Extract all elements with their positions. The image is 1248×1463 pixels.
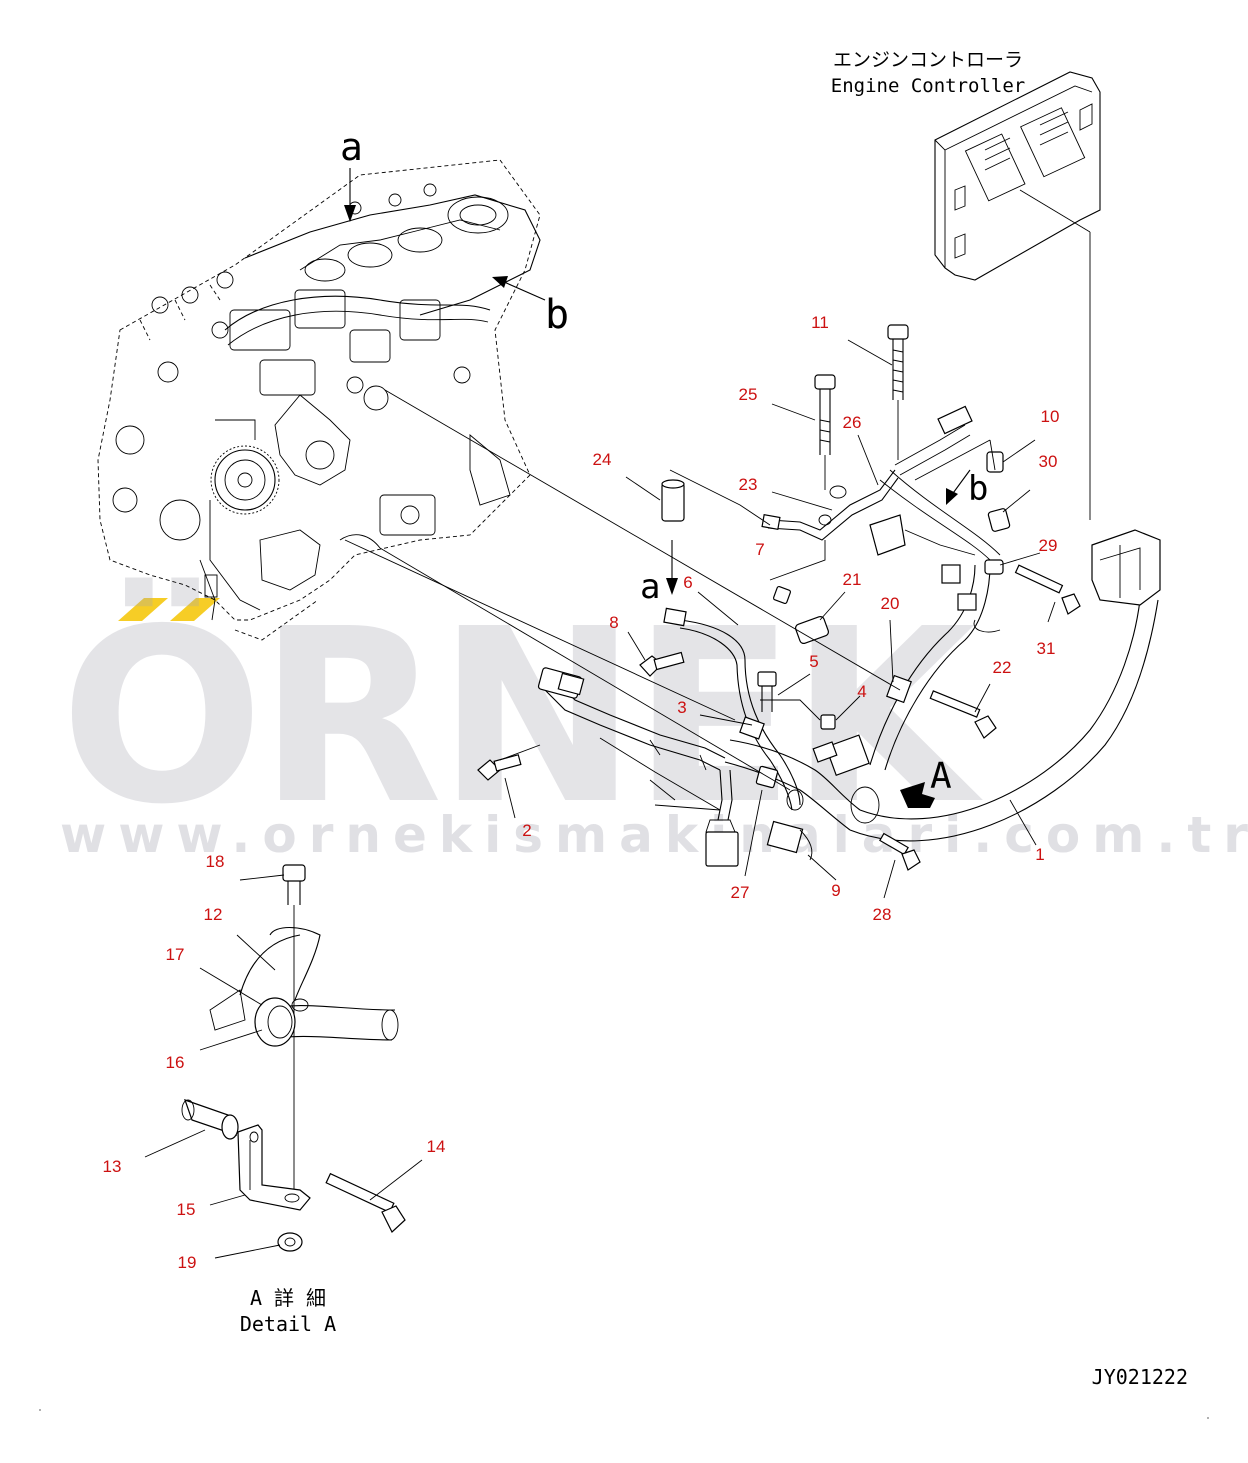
engine-block bbox=[97, 159, 541, 641]
view-letter-a-mid: a bbox=[640, 567, 660, 607]
controller-label-jp: エンジンコントローラ bbox=[833, 49, 1023, 71]
view-arrow-a-mid: a bbox=[640, 540, 678, 607]
callout-8: 8 bbox=[609, 613, 618, 632]
detail-arrow-letter: A bbox=[930, 756, 952, 797]
callout-6: 6 bbox=[683, 573, 692, 592]
callout-25: 25 bbox=[739, 385, 758, 404]
watermark-accent-left bbox=[118, 598, 168, 621]
engine-controller-title: エンジンコントローラ Engine Controller bbox=[831, 49, 1025, 97]
callout-21: 21 bbox=[843, 570, 862, 589]
view-letter-b-top: b bbox=[545, 292, 569, 338]
callout-14: 14 bbox=[427, 1137, 446, 1156]
callout-9: 9 bbox=[831, 881, 840, 900]
callout-leaders bbox=[504, 339, 1056, 899]
callout-28: 28 bbox=[873, 905, 892, 924]
controller-label-en: Engine Controller bbox=[831, 75, 1025, 97]
callout-20: 20 bbox=[881, 594, 900, 613]
callout-3: 3 bbox=[677, 698, 686, 717]
callout-16: 16 bbox=[166, 1053, 185, 1072]
callout-4: 4 bbox=[857, 682, 866, 701]
callout-13: 13 bbox=[103, 1157, 122, 1176]
callout-7: 7 bbox=[755, 540, 764, 559]
engine-controller bbox=[934, 71, 1101, 281]
callout-18: 18 bbox=[206, 852, 225, 871]
callout-31: 31 bbox=[1037, 639, 1056, 658]
callout-26: 26 bbox=[843, 413, 862, 432]
callout-17: 17 bbox=[166, 945, 185, 964]
detail-label-en: Detail A bbox=[240, 1312, 336, 1336]
watermark-accent-right bbox=[170, 598, 220, 621]
wiring-harness bbox=[537, 405, 1161, 867]
callout-numbers: 1 2 3 4 5 6 7 8 9 10 11 12 13 14 15 16 1… bbox=[103, 313, 1060, 1272]
detail-label-jp: A 詳 細 bbox=[250, 1286, 326, 1310]
callout-27: 27 bbox=[731, 883, 750, 902]
callout-30: 30 bbox=[1039, 452, 1058, 471]
callout-22: 22 bbox=[993, 658, 1012, 677]
watermark: ÖRNEK www.ornekismakinalari.com.tr bbox=[60, 576, 1248, 864]
callout-11: 11 bbox=[811, 313, 829, 332]
callout-24: 24 bbox=[593, 450, 612, 469]
view-arrow-a-top: a bbox=[340, 125, 363, 222]
callout-1: 1 bbox=[1035, 845, 1044, 864]
callout-19: 19 bbox=[178, 1253, 197, 1272]
view-arrow-b-mid: b bbox=[946, 469, 988, 509]
callout-5: 5 bbox=[809, 652, 818, 671]
view-letter-a-top: a bbox=[340, 125, 363, 169]
view-letter-b-mid: b bbox=[968, 469, 988, 509]
callout-12: 12 bbox=[204, 905, 223, 924]
corner-mark-right bbox=[1207, 1417, 1209, 1419]
fasteners bbox=[477, 324, 1081, 871]
view-arrow-b-top: b bbox=[492, 276, 569, 338]
callout-15: 15 bbox=[177, 1200, 196, 1219]
callout-2: 2 bbox=[522, 821, 531, 840]
drawing-code: JY021222 bbox=[1092, 1365, 1188, 1389]
callout-29: 29 bbox=[1039, 536, 1058, 555]
watermark-url: www.ornekismakinalari.com.tr bbox=[60, 806, 1248, 864]
callout-23: 23 bbox=[739, 475, 758, 494]
leader-lines bbox=[344, 389, 996, 811]
corner-mark-left bbox=[39, 1409, 41, 1411]
callout-10: 10 bbox=[1041, 407, 1060, 426]
detail-a-view bbox=[144, 864, 423, 1259]
